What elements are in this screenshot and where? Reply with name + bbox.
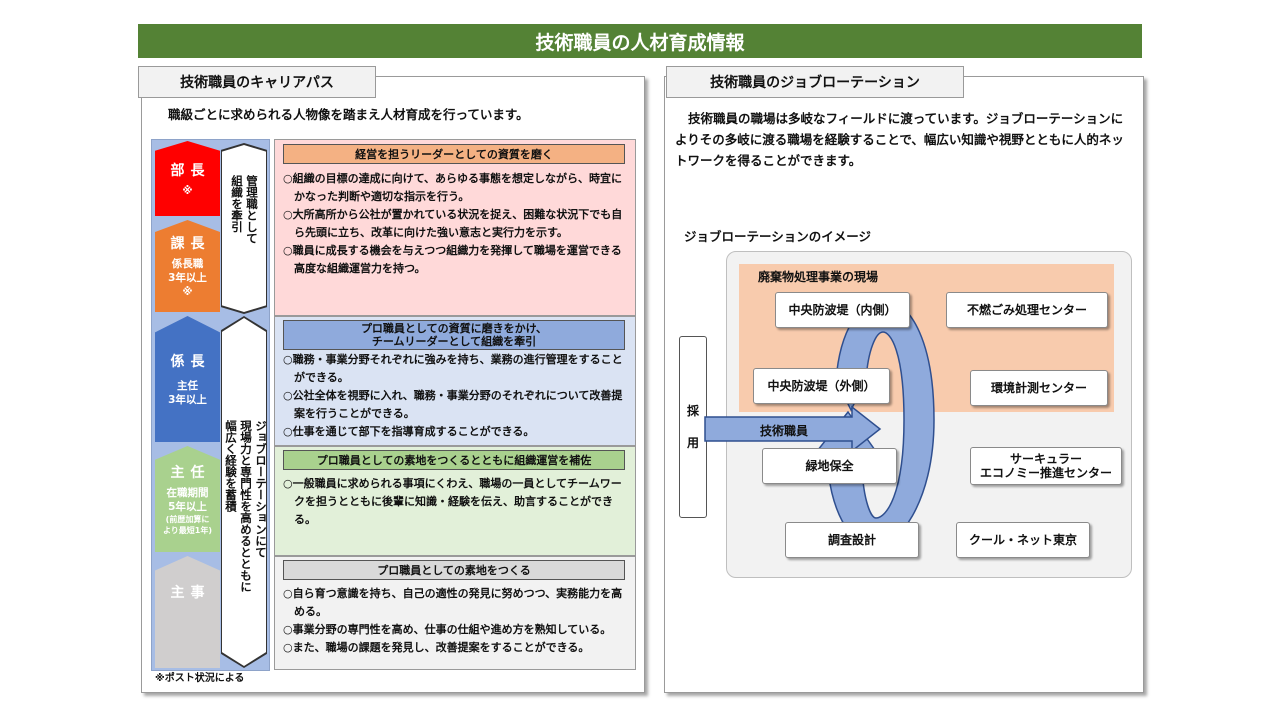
arrow-label: 技術職員 (760, 424, 809, 438)
requirement-item: ○公社全体を視野に入れ、職務・事業分野のそれぞれについて改善提案を行うことができ… (283, 389, 623, 420)
node-environment-center: 環境計測センター (970, 370, 1108, 406)
staff-requirements-box: プロ職員としての素地をつくる ○自ら育つ意識を持ち、自己の適性の発見に努めつつ、… (274, 556, 636, 670)
rank-director: 部長 ※ (155, 141, 220, 216)
rank-staff: 主事 (155, 556, 220, 668)
rank-sub: 主任 3年以上 (168, 380, 207, 406)
rank-sub: 係長職 3年以上 ※ (168, 258, 207, 298)
career-intro: 職級ごとに求められる人物像を踏まえ人材育成を行っています。 (168, 107, 529, 122)
rotation-path-label: ジョブローテーションにて 現場力と専門性を高めるとともに 幅広く経験を蓄積 (224, 420, 268, 593)
career-path-tab: 技術職員のキャリアパス (138, 66, 376, 98)
rank-lead: 主任 在職期間 5年以上 (前歴加算に より最短1年) (155, 446, 220, 552)
requirement-item: ○自ら育つ意識を持ち、自己の適性の発見に努めつつ、実務能力を高める。 (283, 587, 623, 618)
rank-section-manager: 課長 係長職 3年以上 ※ (155, 220, 220, 312)
requirement-item: ○事業分野の専門性を高め、仕事の仕組や進め方を熟知している。 (283, 623, 612, 636)
rank-name: 主事 (170, 585, 211, 601)
rotation-loop-graphic (704, 299, 935, 549)
requirement-item: ○一般職員に求められる事項にくわえ、職場の一員としてチームワークを担うとともに後… (283, 477, 622, 526)
node-noncombustible-center: 不燃ごみ処理センター (946, 292, 1108, 328)
box-heading: 経営を担うリーダーとしての資質を磨く (283, 144, 625, 164)
node-central-breakwater-inner: 中央防波堤（内側） (775, 292, 910, 328)
node-survey-design: 調査設計 (785, 522, 919, 558)
box-heading: プロ職員としての素地をつくるとともに組織運営を補佐 (283, 450, 625, 470)
lead-requirements-box: プロ職員としての素地をつくるとともに組織運営を補佐 ○一般職員に求められる事項に… (274, 446, 636, 556)
recruitment-box: 採 用 (679, 336, 707, 518)
rank-sub: ※ (182, 184, 193, 197)
job-rotation-tab: 技術職員のジョブローテーション (666, 66, 964, 98)
requirement-item: ○組織の目標の達成に向けて、あらゆる事態を想定しながら、時宜にかなった判断や適切… (283, 172, 623, 203)
requirement-item: ○また、職場の課題を発見し、改善提案をすることができる。 (283, 641, 590, 654)
box-items: ○組織の目標の達成に向けて、あらゆる事態を想定しながら、時宜にかなった判断や適切… (283, 170, 629, 278)
manager-path-fill (222, 145, 266, 312)
box-heading: プロ職員としての資質に磨きをかけ、 チームリーダーとして組織を牽引 (283, 320, 625, 350)
rank-name: 課長 (170, 236, 211, 252)
entry-arrow-icon (704, 405, 882, 453)
rank-name: 部長 (170, 162, 211, 179)
rank-note: (前歴加算に より最短1年) (162, 515, 213, 535)
page-title: 技術職員の人材育成情報 (138, 24, 1142, 58)
box-heading: プロ職員としての素地をつくる (283, 560, 625, 580)
node-cool-net-tokyo: クール・ネット東京 (956, 522, 1090, 558)
manager-path-label: 管理職として 組織を牽引 (230, 175, 259, 244)
requirement-item: ○職員に成長する機会を与えつつ組織力を発揮して職場を運営できる高度な組織運営力を… (283, 244, 622, 275)
rotation-path-fill (222, 318, 266, 666)
chief-requirements-box: プロ職員としての資質に磨きをかけ、 チームリーダーとして組織を牽引 ○職務・事業… (274, 316, 636, 446)
site-label: 廃棄物処理事業の現場 (758, 270, 879, 284)
rank-chief: 係長 主任 3年以上 (155, 316, 220, 442)
node-green-conservation: 緑地保全 (762, 448, 897, 484)
requirement-item: ○仕事を通じて部下を指導育成することができる。 (283, 425, 535, 438)
box-items: ○一般職員に求められる事項にくわえ、職場の一員としてチームワークを担うとともに後… (283, 475, 629, 529)
node-circular-economy-center: サーキュラー エコノミー推進センター (970, 447, 1122, 485)
rank-name: 主任 (170, 465, 211, 481)
rotation-image-title: ジョブローテーションのイメージ (684, 229, 872, 244)
node-central-breakwater-outer: 中央防波堤（外側） (753, 368, 890, 404)
rank-sub: 在職期間 5年以上 (166, 487, 209, 513)
requirement-item: ○職務・事業分野それぞれに強みを持ち、業務の進行管理をすることができる。 (283, 353, 623, 384)
rotation-intro: 技術職員の職場は多岐なフィールドに渡っています。ジョブローテーションによりその多… (675, 111, 1124, 168)
box-items: ○自ら育つ意識を持ち、自己の適性の発見に努めつつ、実務能力を高める。 ○事業分野… (283, 585, 629, 657)
rank-name: 係長 (170, 354, 211, 370)
director-requirements-box: 経営を担うリーダーとしての資質を磨く ○組織の目標の達成に向けて、あらゆる事態を… (274, 139, 636, 316)
requirement-item: ○大所高所から公社が置かれている状況を捉え、困難な状況下でも自ら先頭に立ち、改革… (283, 208, 623, 239)
box-items: ○職務・事業分野それぞれに強みを持ち、業務の進行管理をすることができる。 ○公社… (283, 351, 629, 441)
footnote: ※ポスト状況による (155, 673, 245, 684)
